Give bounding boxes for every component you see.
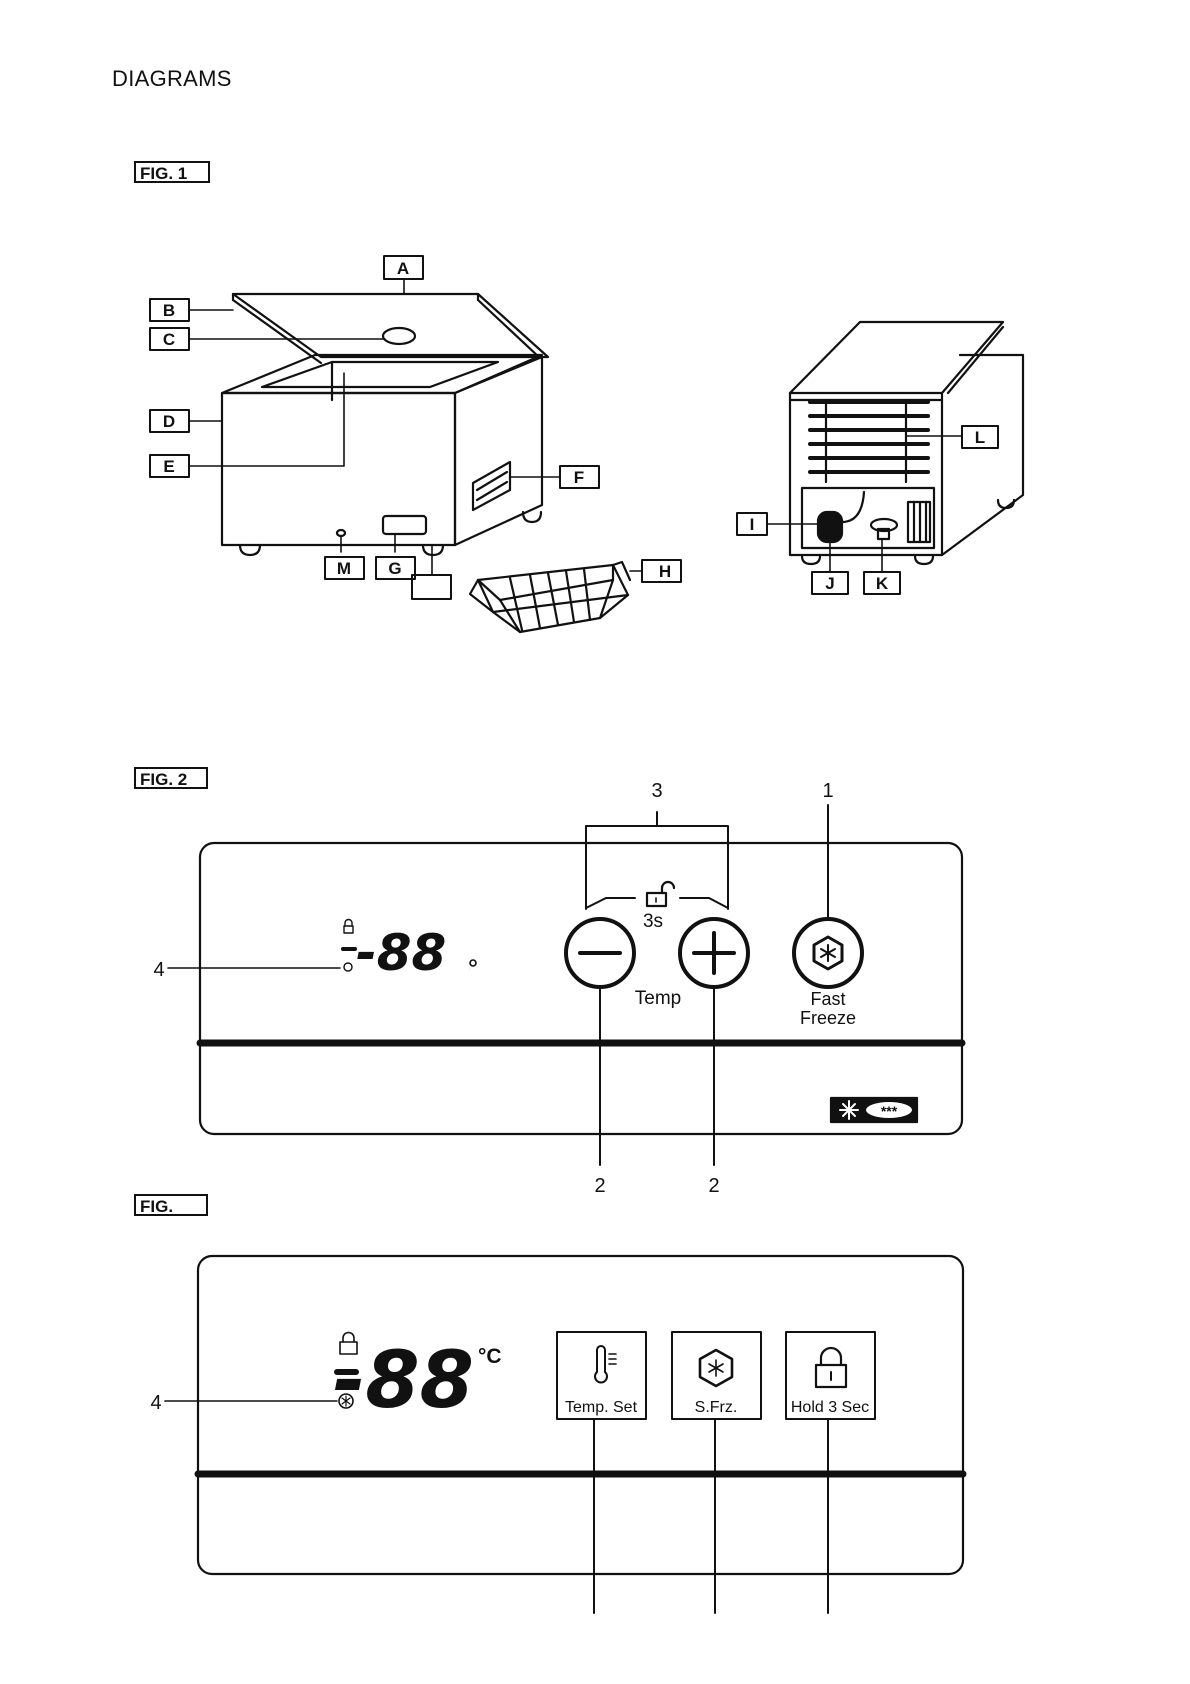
callout-g: G	[388, 559, 401, 578]
fast-freeze-label-1: Fast	[810, 989, 845, 1009]
fig3-unit: °C	[478, 1345, 502, 1368]
callout-h: H	[659, 562, 671, 581]
temp-label: Temp	[635, 988, 681, 1009]
super-freeze-label: S.Frz.	[695, 1399, 738, 1416]
lock-time-label: 3s	[643, 911, 663, 932]
hold-3-sec-label: Hold 3 Sec	[791, 1399, 869, 1416]
callout-j: J	[825, 574, 834, 593]
callout-d: D	[163, 412, 175, 431]
fig2-degree-sign: °	[469, 969, 470, 971]
pointer-4-label: 4	[153, 959, 164, 981]
fig2-display-readout: -88	[356, 924, 446, 982]
fig3-display-readout: -88	[333, 1336, 474, 1426]
callout-e: E	[163, 457, 174, 476]
callout-b: B	[163, 301, 175, 320]
fig3-pointer-4-label: 4	[150, 1392, 161, 1414]
callout-m: M	[337, 559, 351, 578]
freezer-back-illustration	[790, 322, 1023, 564]
pointer-3-label: 3	[651, 780, 662, 802]
callout-k: K	[876, 574, 889, 593]
callout-l: L	[975, 428, 985, 447]
callout-f: F	[574, 468, 584, 487]
pointer-1-label: 1	[822, 780, 833, 802]
callout-c: C	[163, 330, 175, 349]
fig3-control-panel	[165, 1256, 963, 1613]
callout-a: A	[397, 259, 409, 278]
fig1-callout-leaders	[189, 279, 962, 575]
pointer-2a-label: 2	[594, 1175, 605, 1197]
freezer-front-illustration	[222, 294, 630, 632]
star-rating: ***	[881, 1103, 898, 1119]
temp-set-label: Temp. Set	[565, 1399, 638, 1416]
callout-i: I	[750, 515, 755, 534]
fast-freeze-label-2: Freeze	[800, 1008, 856, 1028]
pointer-2b-label: 2	[708, 1175, 719, 1197]
fig2-control-panel	[168, 805, 962, 1165]
fig1-callout-text: A B C D E F G H I J K L M	[163, 259, 985, 593]
